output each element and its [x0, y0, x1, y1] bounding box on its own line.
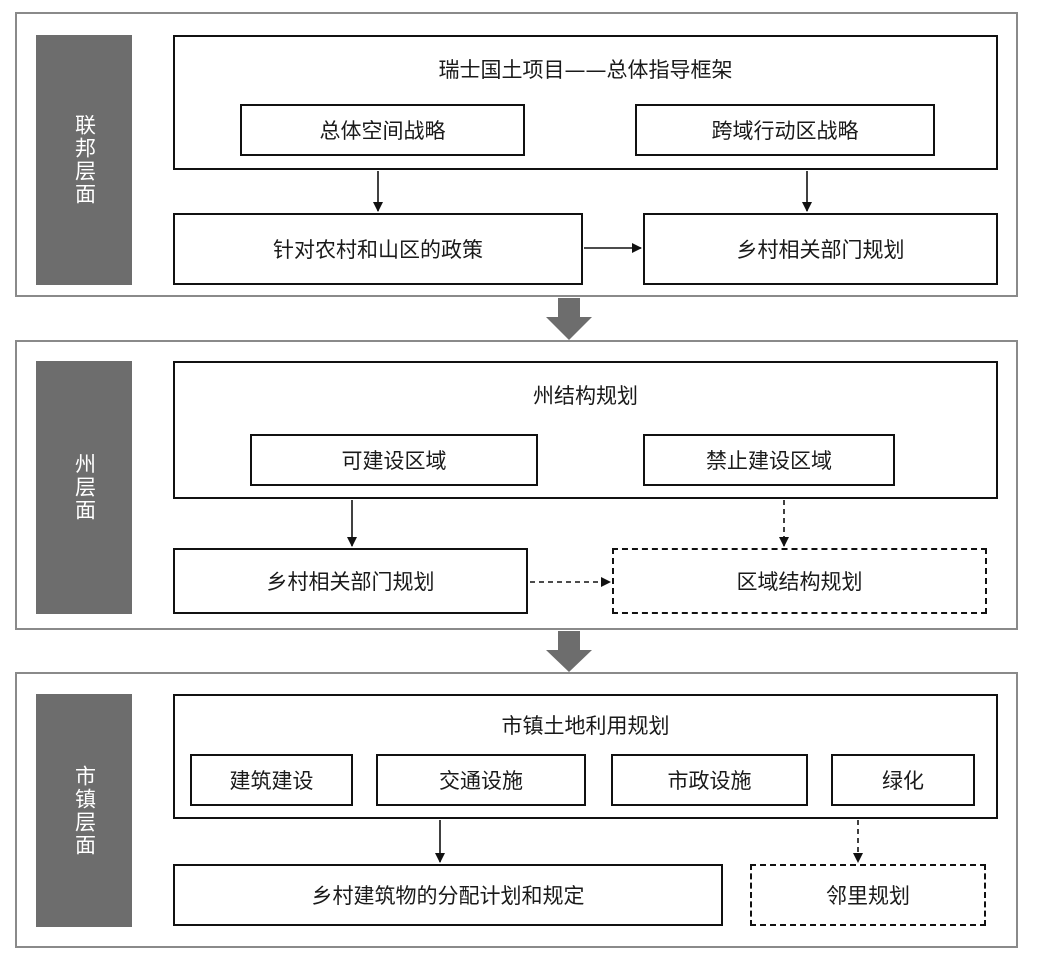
municipal-facilities-box: 市政设施 [611, 754, 808, 806]
canton-rural-sector-plan-box: 乡村相关部门规划 [173, 548, 528, 614]
municipal-landuse-plan-title: 市镇土地利用规划 [501, 714, 670, 738]
regional-structure-plan-box: 区域结构规划 [612, 548, 987, 614]
overall-spatial-strategy-box: 总体空间战略 [240, 104, 525, 156]
buildable-area-box: 可建设区域 [250, 434, 538, 486]
rural-building-rules-box: 乡村建筑物的分配计划和规定 [173, 864, 723, 926]
building-construction-box: 建筑建设 [190, 754, 353, 806]
greening-box: 绿化 [831, 754, 975, 806]
federal-level-label: 联邦层面 [36, 35, 132, 285]
neighborhood-plan-box: 邻里规划 [750, 864, 986, 926]
federal-framework-title: 瑞士国土项目——总体指导框架 [438, 58, 733, 82]
rural-mountain-policy-box: 针对农村和山区的政策 [173, 213, 583, 285]
canton-level-label: 州层面 [36, 361, 132, 614]
cross-regional-strategy-box: 跨域行动区战略 [635, 104, 935, 156]
federal-rural-sector-plan-box: 乡村相关部门规划 [643, 213, 998, 285]
big-arrow-canton-to-municipal [546, 631, 592, 672]
municipal-level-label: 市镇层面 [36, 694, 132, 927]
canton-structure-plan-title: 州结构规划 [533, 384, 638, 408]
transport-facilities-box: 交通设施 [376, 754, 586, 806]
big-arrow-federal-to-canton [546, 298, 592, 340]
non-buildable-area-box: 禁止建设区域 [643, 434, 895, 486]
